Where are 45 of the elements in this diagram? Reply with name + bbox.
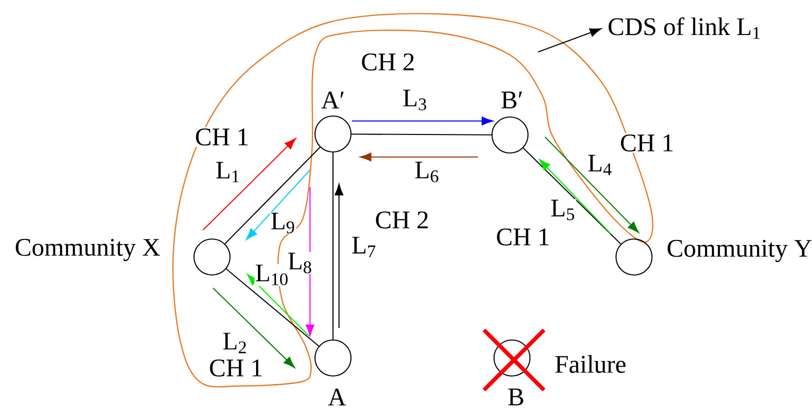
edge-label: L$_{8}$: [286, 252, 314, 274]
channel-label: CH 1: [208, 358, 264, 378]
node-label: Community X: [16, 238, 160, 262]
edge-label: L$_{10}$: [254, 264, 290, 286]
link-line: [226, 268, 320, 347]
edge-label: L$_{9}$: [270, 212, 296, 234]
edge-label: L$_{3}$: [402, 89, 428, 111]
arrow: [539, 159, 612, 234]
edge-label: L$_{2}$: [222, 332, 248, 354]
edge-label: L$_{4}$: [586, 154, 614, 176]
arrow: [212, 288, 295, 368]
channel-label: CH 2: [374, 210, 430, 230]
node-circle: [615, 238, 653, 276]
link-line: [352, 134, 492, 136]
channel-label: CH 2: [360, 52, 416, 72]
edge-label: L$_{7}$: [350, 236, 378, 258]
channel-label: CH 1: [494, 227, 552, 247]
legend-text: Failure: [555, 355, 626, 373]
arrow: [246, 170, 310, 240]
link-line: [332, 152, 334, 340]
arrow: [352, 116, 494, 126]
link-line: [522, 148, 622, 244]
node-circle: [491, 116, 529, 154]
arrow: [360, 152, 478, 162]
arrow: [306, 187, 314, 336]
edge-label: L$_{1}$: [214, 161, 242, 183]
node-label: B′: [502, 92, 522, 108]
channel-label: CH 1: [618, 133, 676, 153]
node-circle: [493, 339, 531, 377]
arrow: [544, 136, 639, 233]
edge-label: L$_{5}$: [550, 199, 576, 221]
arrow: [202, 138, 296, 230]
node-label: A: [328, 388, 346, 406]
arrow: [538, 28, 602, 52]
node-circle: [193, 238, 231, 276]
caption-text: CDS of link L$_{1}$: [608, 17, 760, 39]
channel-label: CH 1: [194, 127, 250, 147]
edge-label: L$_{6}$: [414, 161, 440, 183]
node-label: A′: [321, 92, 344, 108]
node-circle: [314, 115, 352, 153]
node-label: Community Y: [668, 240, 812, 262]
arrow: [334, 184, 344, 328]
node-circle: [314, 339, 352, 377]
node-label: B: [508, 388, 524, 406]
link-line: [224, 146, 320, 244]
